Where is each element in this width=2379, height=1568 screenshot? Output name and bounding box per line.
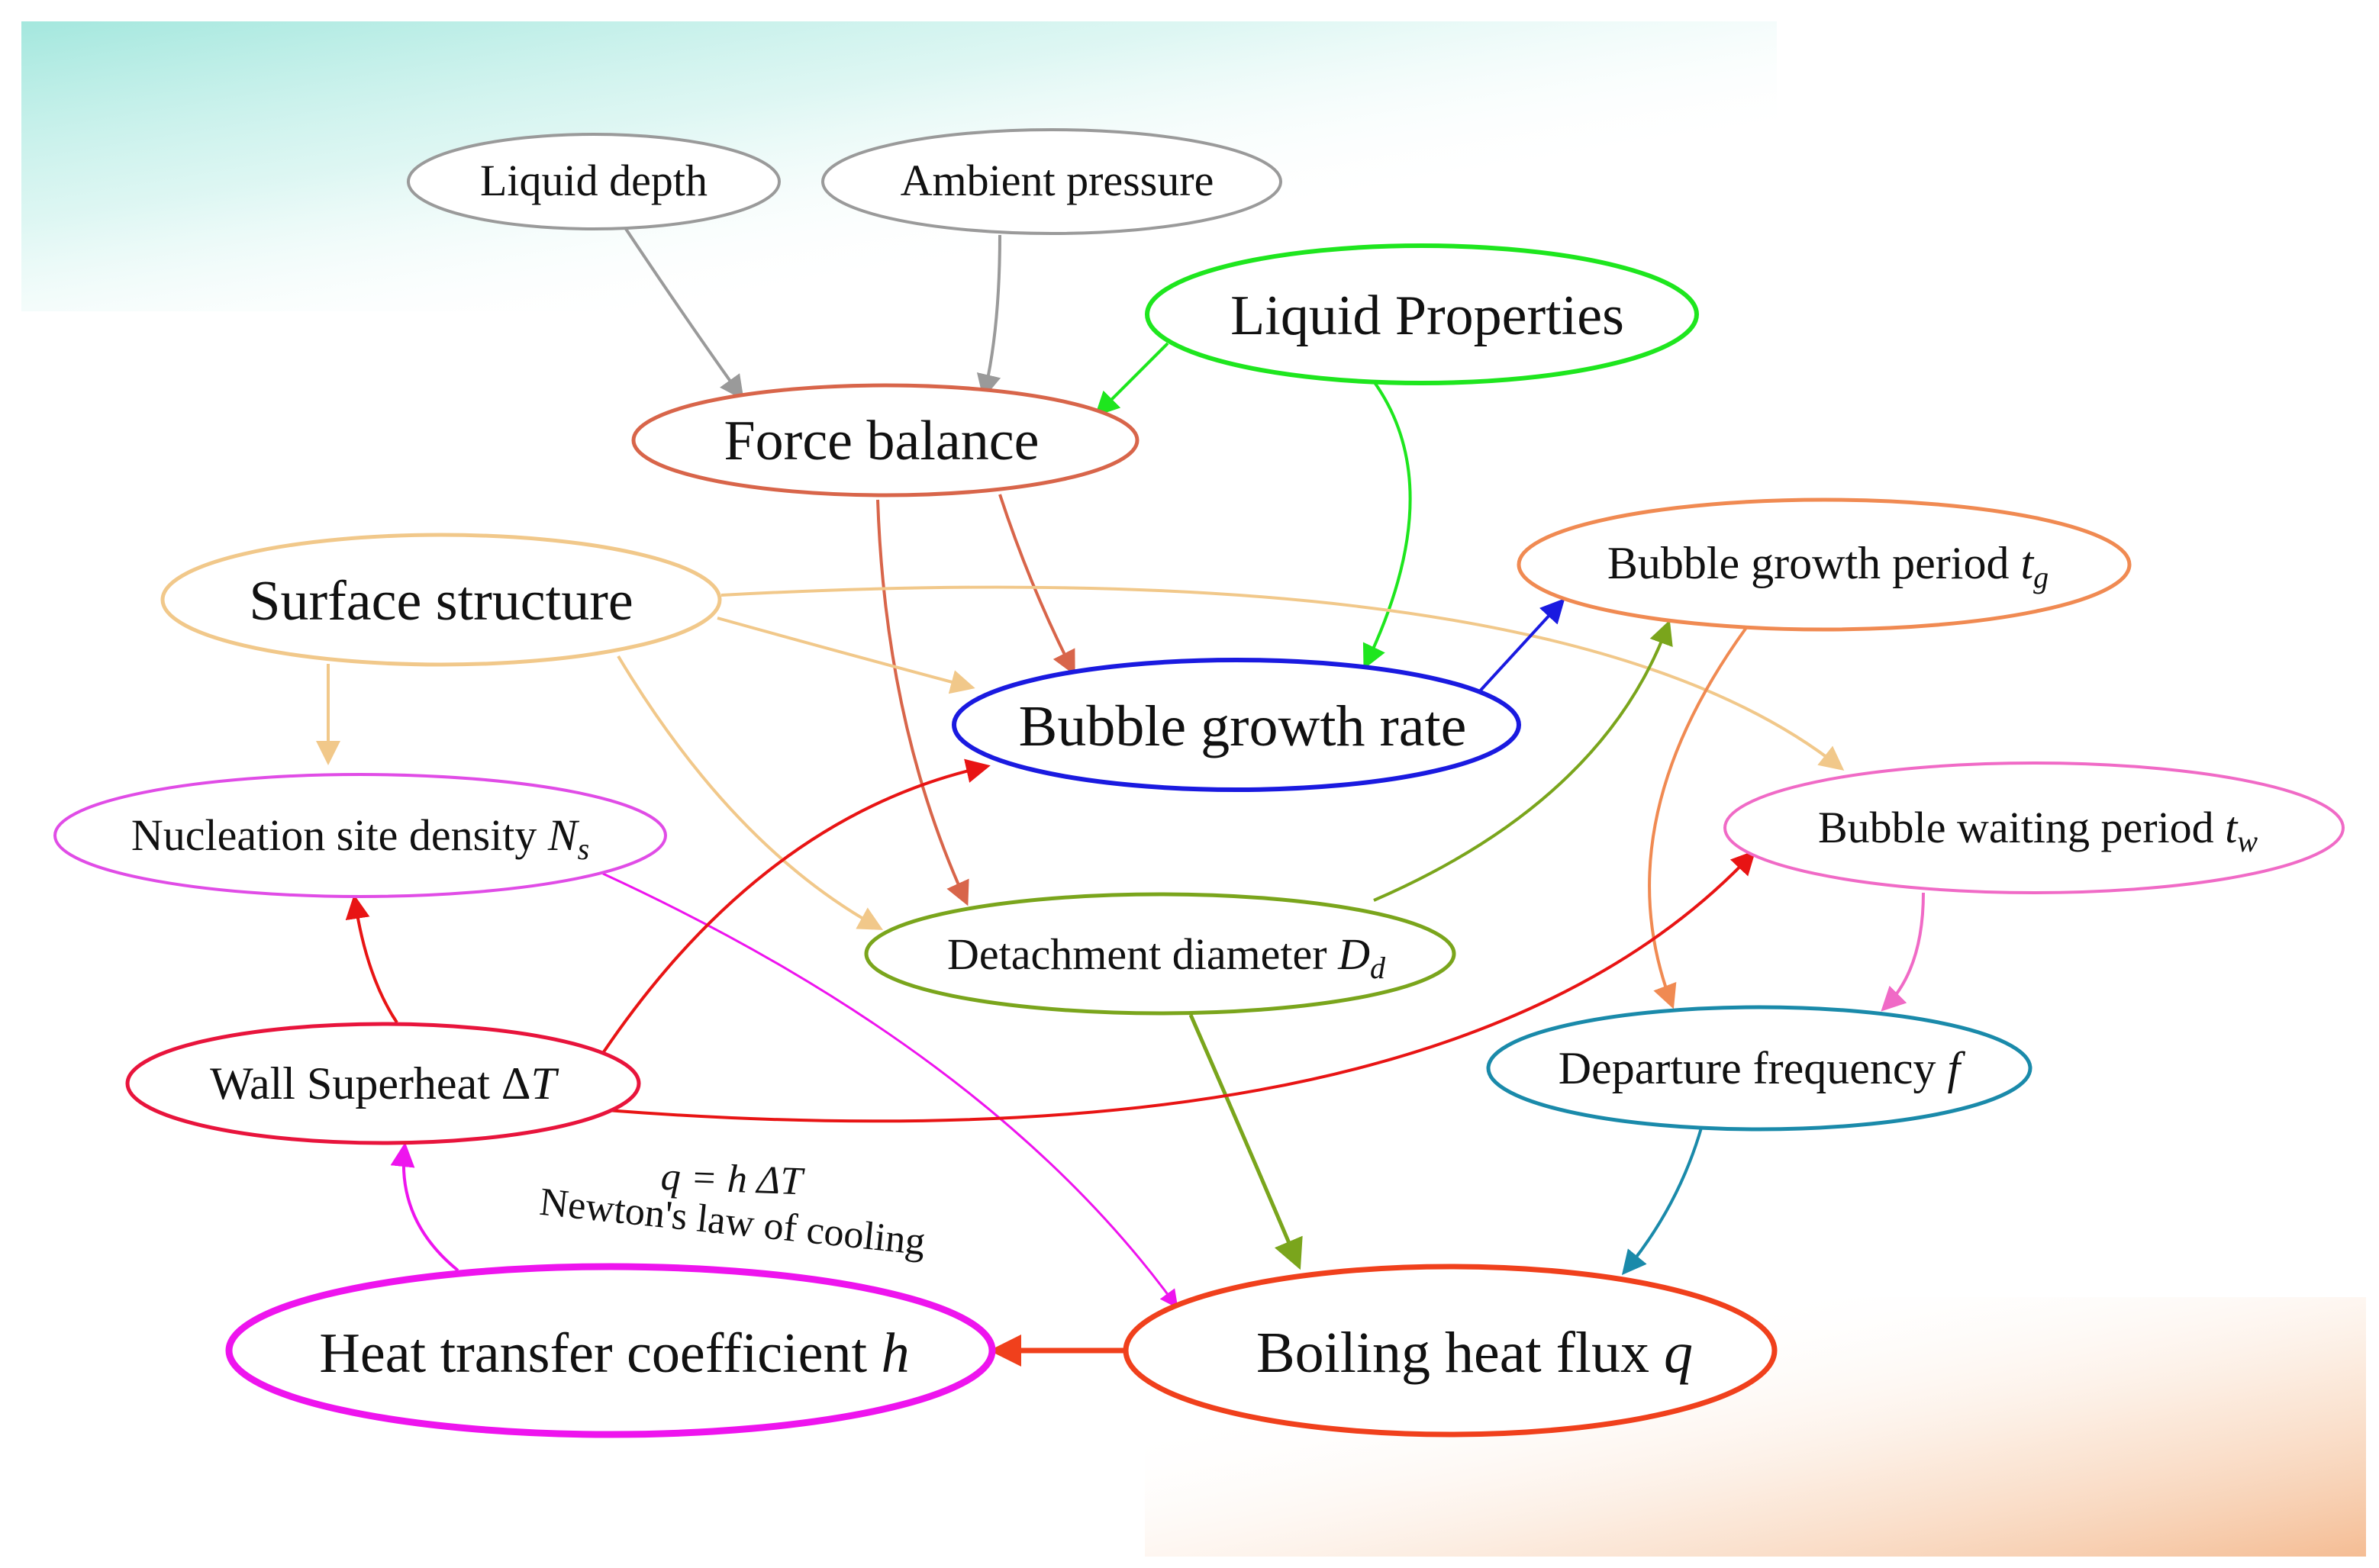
edge-bubble-growth-rate-to-bubble-growth-period bbox=[1475, 598, 1565, 696]
edge-detachment-diameter-to-bubble-growth-period bbox=[1373, 620, 1673, 902]
edge-wall-superheat-to-nucleation-site-density bbox=[345, 894, 398, 1024]
node-label-text: Departure frequency bbox=[1559, 1043, 1948, 1093]
node-ambient-pressure: Ambient pressure bbox=[821, 128, 1282, 235]
node-boiling-heat-flux: Boiling heat flux q bbox=[1123, 1264, 1778, 1438]
edge-surface-structure-to-bubble-growth-rate bbox=[717, 617, 975, 694]
node-label-var: T bbox=[530, 1058, 559, 1109]
edge-liquid-properties-to-force-balance bbox=[1094, 342, 1169, 417]
node-label-var: D bbox=[1337, 929, 1370, 979]
node-label-subscript: g bbox=[2033, 560, 2049, 594]
node-ellipse bbox=[1145, 243, 1699, 385]
node-label-var: h bbox=[882, 1322, 910, 1385]
node-label-text: Bubble waiting period bbox=[1818, 803, 2225, 852]
node-liquid-depth: Liquid depth bbox=[407, 133, 781, 230]
node-label: Bubble growth rate bbox=[1019, 694, 1467, 758]
node-liquid-properties: Liquid Properties bbox=[1145, 243, 1699, 385]
node-wall-superheat: Wall Superheat ΔT bbox=[125, 1022, 641, 1145]
node-label: Nucleation site density Ns bbox=[131, 810, 589, 866]
node-surface-structure: Surface structure bbox=[160, 533, 722, 667]
node-label-text: Wall Superheat Δ bbox=[210, 1058, 530, 1109]
node-ellipse bbox=[631, 383, 1140, 497]
node-label: Surface structure bbox=[249, 570, 633, 633]
node-bubble-waiting-period: Bubble waiting period tw bbox=[1723, 761, 2345, 894]
edge-detachment-diameter-to-boiling-heat-flux bbox=[1188, 1013, 1303, 1270]
edge-bubble-waiting-period-to-departure-frequency bbox=[1881, 892, 1925, 1012]
node-ellipse bbox=[160, 533, 722, 667]
node-ellipse bbox=[225, 1263, 996, 1438]
edge-liquid-depth-to-force-balance bbox=[624, 227, 744, 401]
node-detachment-diameter: Detachment diameter Dd bbox=[864, 892, 1456, 1016]
node-label: Force balance bbox=[724, 410, 1040, 472]
node-label-var: t bbox=[2020, 538, 2034, 588]
edge-bubble-growth-period-to-departure-frequency bbox=[1648, 624, 1749, 1009]
node-nucleation-site-density: Nucleation site density Ns bbox=[53, 773, 667, 898]
edge-nucleation-site-density-to-boiling-heat-flux bbox=[602, 872, 1178, 1309]
node-ellipse bbox=[125, 1022, 641, 1145]
node-label: Ambient pressure bbox=[901, 156, 1214, 205]
edge-force-balance-to-detachment-diameter bbox=[876, 499, 969, 906]
node-label-text: Nucleation site density bbox=[131, 810, 548, 860]
node-ellipse bbox=[1123, 1264, 1778, 1438]
node-ellipse bbox=[1486, 1005, 2032, 1132]
node-label: Departure frequency f bbox=[1559, 1043, 1966, 1093]
node-ellipse bbox=[864, 892, 1456, 1016]
equation-label: q = h ΔT bbox=[660, 1155, 805, 1204]
node-label-subscript: s bbox=[578, 832, 590, 866]
node-departure-frequency: Departure frequency f bbox=[1486, 1005, 2032, 1132]
edge-wall-superheat-to-bubble-waiting-period bbox=[606, 850, 1756, 1123]
node-label: Bubble growth period tg bbox=[1607, 538, 2049, 594]
node-label-var: q bbox=[1664, 1321, 1693, 1385]
node-ellipse bbox=[1723, 761, 2345, 894]
node-bubble-growth-period: Bubble growth period tg bbox=[1517, 497, 2132, 632]
edge-departure-frequency-to-boiling-heat-flux bbox=[1621, 1125, 1704, 1276]
node-label-text: Bubble growth period bbox=[1607, 538, 2021, 588]
node-ellipse bbox=[53, 773, 667, 898]
edge-heat-transfer-coefficient-to-wall-superheat bbox=[390, 1142, 459, 1272]
node-label: Detachment diameter Dd bbox=[947, 929, 1386, 985]
node-label-var: t bbox=[2225, 803, 2239, 852]
edges bbox=[316, 227, 1925, 1367]
node-label: Bubble waiting period tw bbox=[1818, 803, 2258, 858]
node-label: Liquid Properties bbox=[1230, 285, 1624, 347]
node-ellipse bbox=[821, 128, 1282, 235]
node-label: Boiling heat flux q bbox=[1256, 1321, 1693, 1385]
edge-force-balance-to-bubble-growth-rate bbox=[998, 494, 1075, 676]
node-label: Liquid depth bbox=[480, 156, 708, 205]
node-label: Wall Superheat ΔT bbox=[210, 1058, 559, 1109]
edge-wall-superheat-to-bubble-growth-rate bbox=[601, 758, 991, 1054]
node-ellipse bbox=[952, 658, 1521, 792]
node-label-var: N bbox=[547, 810, 580, 860]
edge-surface-structure-to-bubble-waiting-period bbox=[720, 585, 1845, 771]
node-label-text: Boiling heat flux bbox=[1256, 1321, 1664, 1385]
node-label: Heat transfer coefficient h bbox=[319, 1322, 909, 1385]
node-ellipse bbox=[407, 133, 781, 230]
node-heat-transfer-coefficient: Heat transfer coefficient h bbox=[225, 1263, 996, 1438]
edge-surface-structure-to-detachment-diameter bbox=[617, 655, 884, 930]
node-label-text: Detachment diameter bbox=[947, 929, 1338, 979]
node-label-subscript: w bbox=[2237, 824, 2258, 858]
node-ellipse bbox=[1517, 497, 2132, 632]
node-bubble-growth-rate: Bubble growth rate bbox=[952, 658, 1521, 792]
node-label-subscript: d bbox=[1370, 951, 1386, 985]
edge-ambient-pressure-to-force-balance bbox=[976, 234, 1001, 399]
node-label-text: Heat transfer coefficient bbox=[319, 1322, 881, 1385]
node-force-balance: Force balance bbox=[631, 383, 1140, 497]
edge-liquid-properties-to-bubble-growth-rate bbox=[1362, 380, 1412, 670]
